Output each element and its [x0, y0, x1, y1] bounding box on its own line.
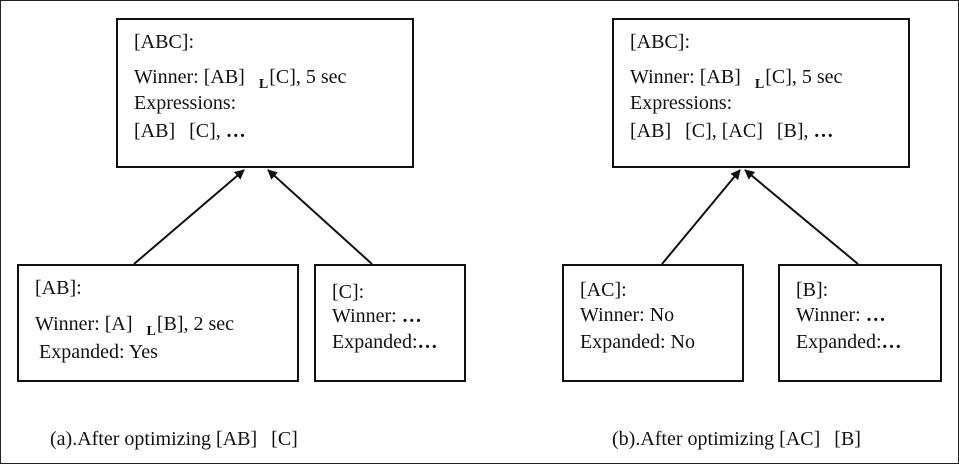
arrow-ac-to-abc	[661, 169, 741, 265]
node-title: [B]:	[796, 279, 829, 301]
expressions-line: [AB][C], [AC][B], …	[630, 120, 834, 142]
winner-line: Winner: …	[796, 304, 886, 326]
node-title: [ABC]:	[630, 31, 690, 53]
node-title: [AC]:	[580, 279, 627, 301]
winner-line: Winner: [AB]L[C], 5 sec	[630, 66, 843, 92]
node-c: [C]: Winner: … Expanded:…	[314, 264, 466, 382]
node-ab: [AB]: Winner: [A]L[B], 2 sec Expanded: Y…	[17, 264, 299, 382]
arrow-ab-to-abc	[133, 169, 245, 265]
node-title: [C]:	[332, 281, 365, 303]
arrow-c-to-abc	[267, 169, 373, 265]
winner-line: Winner: No	[580, 304, 675, 326]
expressions-line: [AB][C], …	[134, 120, 246, 142]
expressions-label: Expressions:	[134, 92, 237, 114]
node-b: [B]: Winner: … Expanded:…	[778, 264, 942, 382]
node-abc-a: [ABC]: Winner: [AB]L[C], 5 sec Expressio…	[116, 18, 414, 168]
winner-line: Winner: [AB]L[C], 5 sec	[134, 66, 347, 92]
expressions-label: Expressions:	[630, 92, 733, 114]
expanded-line: Expanded:…	[796, 331, 902, 353]
caption-b: (b).After optimizing [AC][B]	[612, 428, 861, 450]
winner-line: Winner: …	[332, 305, 422, 327]
winner-line: Winner: [A]L[B], 2 sec	[35, 313, 235, 339]
node-title: [AB]:	[35, 277, 82, 299]
expanded-line: Expanded: No	[580, 331, 695, 353]
node-ac: [AC]: Winner: No Expanded: No	[562, 264, 744, 382]
expanded-line: Expanded: Yes	[39, 341, 158, 363]
node-title: [ABC]:	[134, 31, 194, 53]
arrow-b-to-abc	[744, 169, 859, 265]
node-abc-b: [ABC]: Winner: [AB]L[C], 5 sec Expressio…	[612, 18, 910, 168]
expanded-line: Expanded:…	[332, 331, 438, 353]
caption-a: (a).After optimizing [AB][C]	[50, 428, 298, 450]
